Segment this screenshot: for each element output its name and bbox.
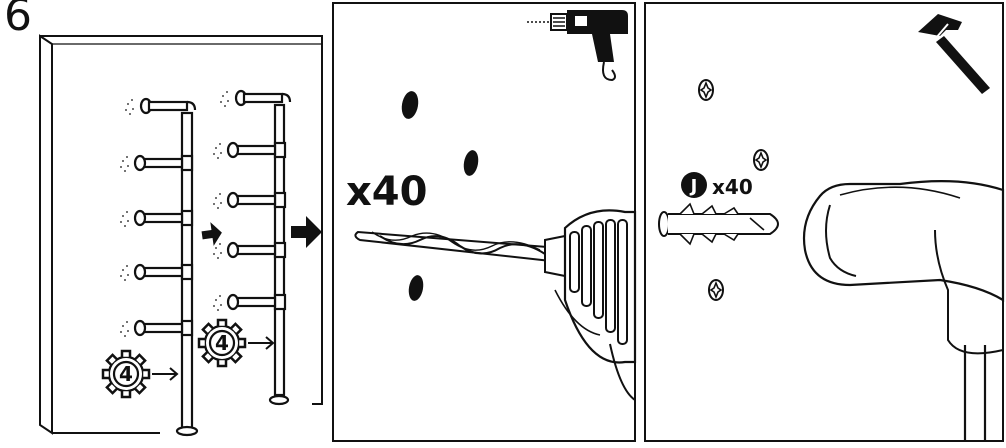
hole-mark (408, 275, 424, 301)
drill-chuck (544, 209, 637, 401)
wall-plug (658, 202, 779, 246)
panel-drill-holes: x40 (332, 2, 637, 442)
left-pipe-assembly (118, 97, 199, 437)
hammer-icon (918, 14, 990, 94)
right-pipe-foot (268, 394, 290, 406)
panel-wall-assembly: 4 4 (39, 34, 323, 437)
right-pipe-assembly (212, 89, 292, 406)
quantity-label: x40 (712, 175, 753, 199)
panel-insert-plugs: J x40 (644, 2, 1005, 442)
arrow-right-icon (248, 336, 275, 350)
part-badge: J x40 (681, 172, 753, 199)
left-pipe-foot (175, 425, 199, 437)
arrow-right-icon (201, 222, 222, 246)
step-number: 6 (4, 0, 32, 41)
hole-mark (401, 91, 419, 119)
arrow-right-icon (152, 367, 179, 381)
gear-badge-left-number: 4 (119, 362, 133, 386)
wall-board-edge (40, 35, 323, 405)
power-drill-icon (527, 10, 628, 82)
drill-bit (354, 230, 561, 264)
part-letter: J (689, 176, 698, 197)
gear-badge-right-number: 4 (215, 331, 229, 355)
quantity-label: x40 (346, 169, 427, 215)
arrow-right-icon (291, 216, 322, 248)
wall-board-side (39, 34, 53, 435)
gear-badge-left: 4 (101, 349, 179, 399)
gear-badge-right: 4 (197, 318, 275, 368)
hammer-head (802, 179, 1005, 441)
hole-mark (463, 150, 479, 176)
